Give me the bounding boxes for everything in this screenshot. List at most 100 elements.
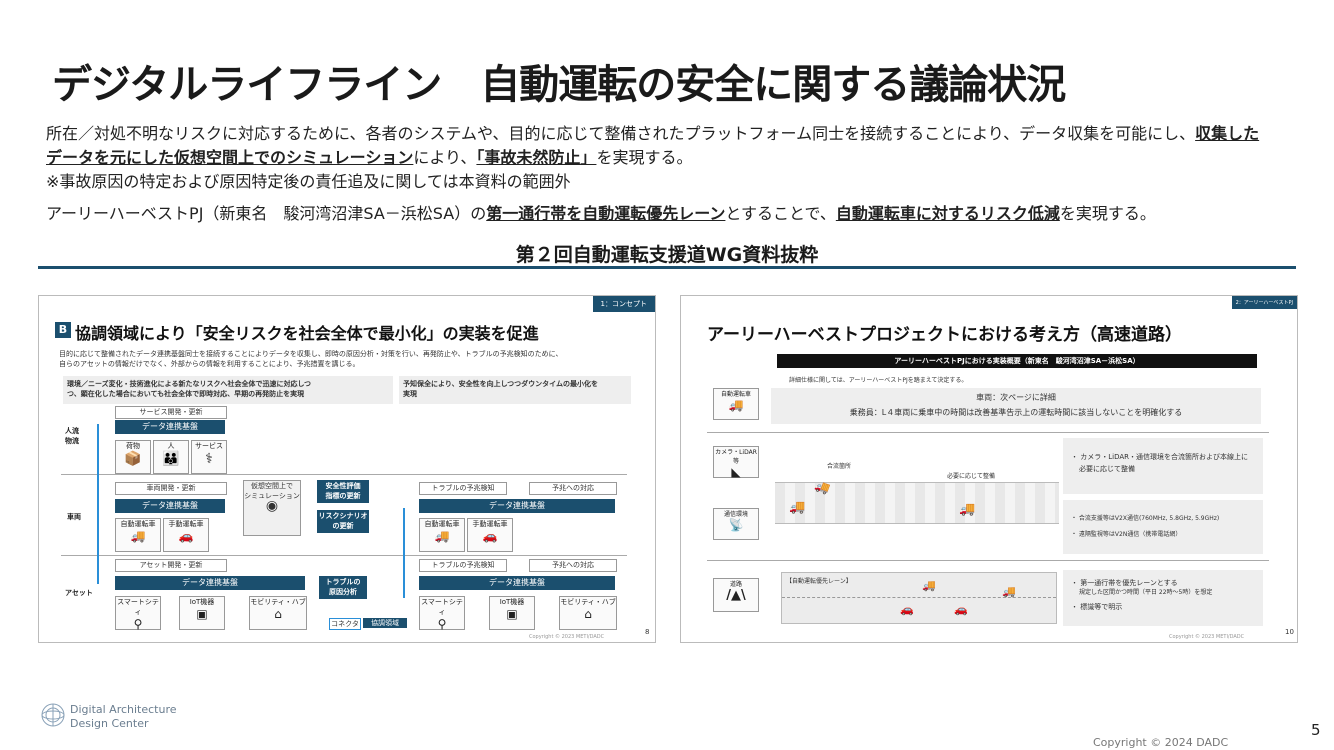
sensor-text: カメラ・LiDAR・通信環境を合流箇所および本線上に: [1080, 453, 1248, 461]
row-label-vehicle: 車両: [67, 513, 81, 521]
item-label: 荷物: [126, 442, 140, 450]
people-icon: 👪: [162, 451, 180, 467]
lane-divider: [782, 597, 1056, 598]
data-platform-box: データ連携基盤: [115, 420, 225, 434]
comm-text: 遠隔監視等はV2N通信（携帯電話網）: [1078, 531, 1182, 538]
slide-desc-2: 自らのアセットの情報だけでなく、外部からの情報を利用することにより、予兆措置を講…: [59, 360, 360, 368]
section-divider: [38, 266, 1296, 269]
risk-scenario-box: リスクシナリオ の更新: [317, 510, 369, 533]
asset-dev-box: アセット開発・更新: [115, 559, 227, 572]
camera-icon: ▣: [506, 607, 518, 621]
usb-icon: ⚲: [133, 617, 143, 631]
category-label: 通信環境: [723, 511, 748, 518]
category-sensor: カメラ・LiDAR等◣: [713, 446, 759, 479]
truck-icon: 🚚: [922, 579, 936, 592]
row-separator: [61, 474, 627, 475]
intro-line-4: アーリーハーベストPJ（新東名 駿河湾沼津SA－浜松SA）の第一通行帯を自動運転…: [46, 202, 1156, 226]
logo-line: Digital Architecture: [70, 703, 177, 716]
intro-text: アーリーハーベストPJ（新東名 駿河湾沼津SA－浜松SA）の: [46, 204, 487, 223]
slide-tag: 1：コンセプト: [592, 296, 655, 312]
intro-emphasis: 自動運転車に対するリスク低減: [835, 204, 1060, 223]
truck-icon: 🚚: [1002, 585, 1016, 598]
dadc-logo-icon: [41, 703, 65, 727]
vehicle-dev-box: 車両開発・更新: [115, 482, 227, 495]
note-text: 環境／ニーズ変化・技術進化による新たなリスクへ社会全体で迅速に対応しつ: [67, 380, 312, 388]
item-label: 自動運転車: [424, 520, 460, 528]
car-info-text: 乗務員：L４車両に乗車中の時間は改善基準告示上の運転時間に該当しないことを明確化…: [849, 408, 1183, 417]
intro-emphasis: 第一通行帯を自動運転優先レーン: [486, 204, 726, 223]
merge-label: 合流箇所: [827, 463, 852, 470]
smart-city-item: スマートシティ⚲: [115, 596, 161, 631]
item-label: サービス: [195, 442, 223, 450]
slide-banner: アーリーハーベストPJにおける実装概要（新東名 駿河湾沼津SA－浜松SA）: [777, 354, 1257, 368]
car-info-text: 車両：次ページに詳細: [976, 393, 1056, 402]
legend-coop-area: 協調領域: [363, 618, 407, 628]
section-subheading: 第２回自動運転支援道WG資料抜粋: [515, 244, 819, 266]
intro-line-3: ※事故原因の特定および原因特定後の責任追及に関しては本資料の範囲外: [46, 172, 571, 191]
building-icon: ⌂: [274, 607, 282, 621]
smart-city-item: スマートシティ⚲: [419, 596, 465, 631]
flow-line: [97, 424, 99, 584]
category-label: 自動運転車: [720, 391, 751, 398]
mobility-hub-item: モビリティ・ハブ⌂: [249, 596, 307, 630]
slide-title: 協調領域により「安全リスクを社会全体で最小化」の実装を促進: [75, 324, 539, 343]
item-label: IoT機器: [189, 598, 215, 606]
highway-illustration: [775, 482, 1059, 524]
car-icon: 🚗: [900, 603, 914, 616]
truck-icon: 🚚: [959, 502, 976, 517]
slide-title: アーリーハーベストプロジェクトにおける考え方（高速道路）: [707, 325, 1182, 345]
truck-icon: 🚚: [130, 529, 146, 543]
item-label: 自動運転車: [120, 520, 156, 528]
road-text: 規定した区間かつ時間（平日 22時～5時）を想定: [1079, 589, 1213, 596]
row-label-people: 人流 物流: [65, 427, 79, 445]
install-label: 必要に応じて整備: [947, 473, 996, 480]
row-separator: [707, 432, 1269, 433]
intro-text: とすることで、: [725, 204, 836, 223]
auto-car-item: 自動運転車🚚: [419, 518, 465, 552]
intro-line-2: データを元にした仮想空間上でのシミュレーションにより、「事故未然防止」を実現する…: [46, 146, 692, 170]
road-text: 第一通行帯を優先レーンとする: [1080, 579, 1178, 587]
iot-item: IoT機器▣: [179, 596, 225, 630]
service-item: サービス⚕: [191, 440, 227, 474]
logo-line: Design Center: [70, 717, 149, 730]
data-platform-box: データ連携基盤: [115, 499, 225, 513]
note-text: 予知保全により、安全性を向上しつつダウンタイムの最小化を: [403, 380, 599, 388]
category-label: 道路: [729, 581, 742, 588]
item-label: 人: [167, 442, 175, 450]
road-text: 標識等で明示: [1080, 603, 1123, 611]
virtual-sim-box: 仮想空間上で シミュレーション◉: [243, 480, 301, 536]
legend-connector: コネクタ: [329, 618, 361, 630]
intro-text: により、: [413, 148, 477, 167]
intro-line-1: 所在／対処不明なリスクに対応するために、各者のシステムや、目的に応じて整備された…: [46, 122, 1259, 146]
intro-emphasis: 「事故未然防止」: [476, 148, 597, 167]
note-text: 実現: [403, 390, 417, 398]
item-label: IoT機器: [499, 598, 525, 606]
road-icon: /▲\: [726, 588, 746, 603]
slide-desc-1: 目的に応じて整備されたデータ連携基盤同士を接続することによりデータを収集し、即時…: [59, 350, 563, 358]
trouble-detect-box: トラブルの予兆検知: [419, 559, 507, 572]
note-text: つ、顕在化した場合においても社会全体で即時対応、早期の再発防止を実現: [67, 390, 305, 398]
iot-item: IoT機器▣: [489, 596, 535, 630]
left-slide-thumbnail: 1：コンセプト B 協調領域により「安全リスクを社会全体で最小化」の実装を促進 …: [38, 295, 656, 643]
row-separator: [61, 555, 627, 556]
intro-text: を実現する。: [1059, 204, 1156, 223]
section-badge: B: [55, 322, 71, 338]
trouble-detect-box: トラブルの予兆検知: [419, 482, 507, 495]
sensor-info-band: ・ カメラ・LiDAR・通信環境を合流箇所および本線上に 必要に応じて整備: [1063, 438, 1263, 494]
item-label: 手動運転車: [472, 520, 508, 528]
dadc-logo-text: Digital Architecture Design Center: [70, 703, 177, 731]
building-icon: ⌂: [584, 607, 592, 621]
people-item: 人👪: [153, 440, 189, 474]
row-label-asset: アセット: [65, 589, 93, 597]
category-label: カメラ・LiDAR等: [715, 449, 757, 465]
safety-eval-box: 安全性評価 指標の更新: [317, 480, 369, 503]
row-separator: [707, 560, 1269, 561]
footer-copyright: Copyright © 2024 DADC: [1093, 736, 1229, 749]
data-platform-box: データ連携基盤: [419, 576, 615, 590]
slide-page-number: 10: [1285, 628, 1294, 636]
manual-car-item: 手動運転車🚗: [467, 518, 513, 552]
lane-label: 【自動運転優先レーン】: [786, 578, 852, 585]
manual-car-item: 手動運転車🚗: [163, 518, 209, 552]
trouble-response-box: 予兆への対応: [529, 559, 617, 572]
note-box-left: 環境／ニーズ変化・技術進化による新たなリスクへ社会全体で迅速に対応しつ つ、顕在…: [63, 376, 393, 404]
